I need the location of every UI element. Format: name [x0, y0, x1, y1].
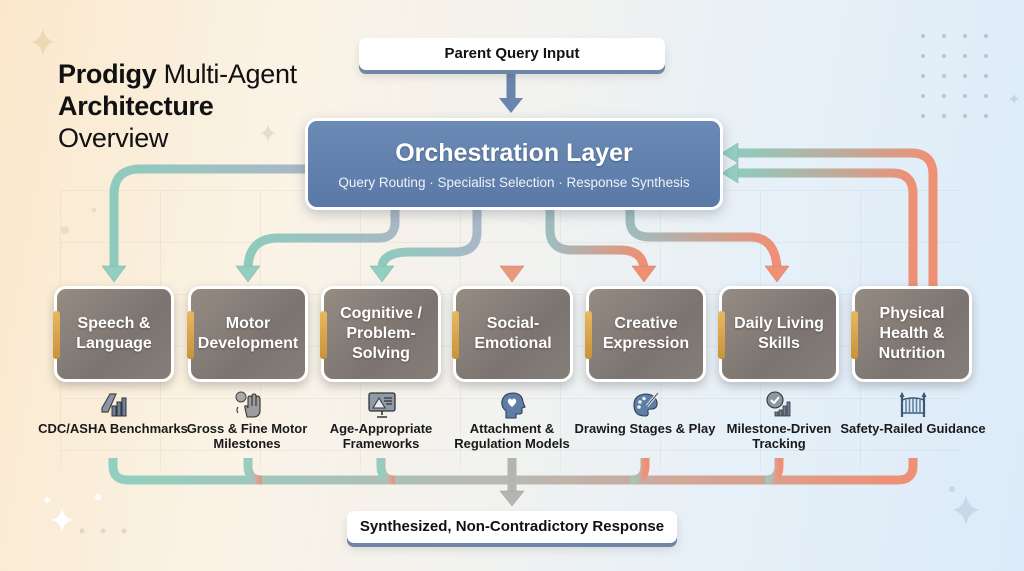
- decorative-dot: [984, 74, 988, 78]
- sparkle-icon: [51, 508, 73, 532]
- agent-daily-living: Daily Living Skills: [718, 286, 839, 382]
- decorative-dot: [942, 54, 946, 58]
- check-progress-icon: [766, 391, 791, 417]
- title-text: Multi-Agent: [156, 59, 298, 89]
- agent-label: Physical Health & Nutrition: [878, 305, 946, 362]
- agent-tab: [851, 311, 858, 359]
- decorative-dot: [963, 34, 967, 38]
- agent-caption: Attachment & Regulation Models: [454, 421, 570, 451]
- decorative-dot: [963, 114, 967, 118]
- agent-speech-language: Speech & Language: [53, 286, 174, 382]
- decorative-dot: [921, 94, 925, 98]
- agent-cognitive: Cognitive / Problem-Solving: [320, 286, 441, 382]
- decorative-dot: [963, 74, 967, 78]
- agent-tab: [718, 311, 725, 359]
- parent-query-input-node: Parent Query Input: [359, 38, 665, 70]
- decorative-dot: [942, 114, 946, 118]
- orchestration-subtitle: Query Routing · Specialist Selection · R…: [338, 175, 690, 190]
- connector-cognitive: [377, 206, 482, 268]
- agent-label: Motor Development: [197, 315, 299, 352]
- sparkle-icon: [1009, 94, 1019, 104]
- feedback-connector-1: [738, 168, 918, 286]
- title-text: Architecture: [58, 91, 214, 121]
- agent-caption: Safety-Railed Guidance: [840, 421, 986, 436]
- agent-tab: [452, 311, 459, 359]
- presentation-monitor-icon: [368, 392, 396, 418]
- agent-tab: [585, 311, 592, 359]
- diagram-title: Prodigy Multi-Agent Architecture Overvie…: [58, 58, 297, 154]
- sparkle-icon: [43, 496, 51, 504]
- paint-palette-icon: [633, 392, 660, 417]
- decorative-dot: [984, 94, 988, 98]
- decorative-dot: [984, 34, 988, 38]
- sparkle-icon: [953, 495, 979, 525]
- agent-label: Social-Emotional: [474, 315, 552, 352]
- decorative-dot: [942, 34, 946, 38]
- agent-motor-development: Motor Development: [187, 286, 308, 382]
- decorative-dot: [984, 54, 988, 58]
- decorative-dot: [921, 54, 925, 58]
- agent-caption: Age-Appropriate Frameworks: [329, 421, 433, 451]
- safety-gate-icon: [899, 391, 927, 417]
- agent-label: Cognitive / Problem-Solving: [340, 305, 422, 362]
- decorative-dot: [984, 114, 988, 118]
- sparkle-icon: [31, 28, 55, 56]
- decorative-dot: [942, 94, 946, 98]
- agent-tab: [320, 311, 327, 359]
- agent-label: Speech & Language: [76, 315, 152, 352]
- hand-gesture-icon: [235, 391, 261, 418]
- sparkle-icon: [261, 124, 275, 142]
- decorative-dot: [963, 54, 967, 58]
- title-text: Overview: [58, 123, 169, 153]
- agent-label: Creative Expression: [602, 315, 690, 352]
- title-brand: Prodigy: [58, 59, 157, 89]
- agent-caption: Drawing Stages & Play: [574, 421, 716, 436]
- decorative-dot: [963, 94, 967, 98]
- decorative-dot: [921, 34, 925, 38]
- orchestration-layer-node: Orchestration Layer Query Routing · Spec…: [305, 118, 723, 210]
- decorative-dot: [921, 74, 925, 78]
- dot-grid-decoration: [921, 34, 1001, 124]
- feedback-connector-2: [738, 148, 938, 286]
- connector-daily: [625, 206, 782, 269]
- agent-physical-health: Physical Health & Nutrition: [851, 286, 972, 382]
- agent-tab: [187, 311, 194, 359]
- connector-creative: [545, 206, 649, 269]
- agent-creative-expression: Creative Expression: [585, 286, 706, 382]
- decorative-dot: [942, 74, 946, 78]
- head-heart-icon: [501, 392, 526, 419]
- agent-caption: Milestone-Driven Tracking: [726, 421, 832, 451]
- chart-benchmark-icon: [101, 393, 127, 417]
- agent-caption: Gross & Fine Motor Milestones: [186, 421, 308, 451]
- agent-label: Daily Living Skills: [734, 315, 824, 352]
- agent-social-emotional: Social-Emotional: [452, 286, 573, 382]
- decorative-dot: [921, 114, 925, 118]
- agent-caption: CDC/ASHA Benchmarks: [38, 421, 188, 436]
- agent-tab: [53, 311, 60, 359]
- connector-speech: [109, 164, 305, 268]
- connector-motor: [243, 206, 400, 267]
- orchestration-heading: Orchestration Layer: [395, 139, 633, 167]
- synthesized-response-node: Synthesized, Non-Contradictory Response: [347, 511, 677, 543]
